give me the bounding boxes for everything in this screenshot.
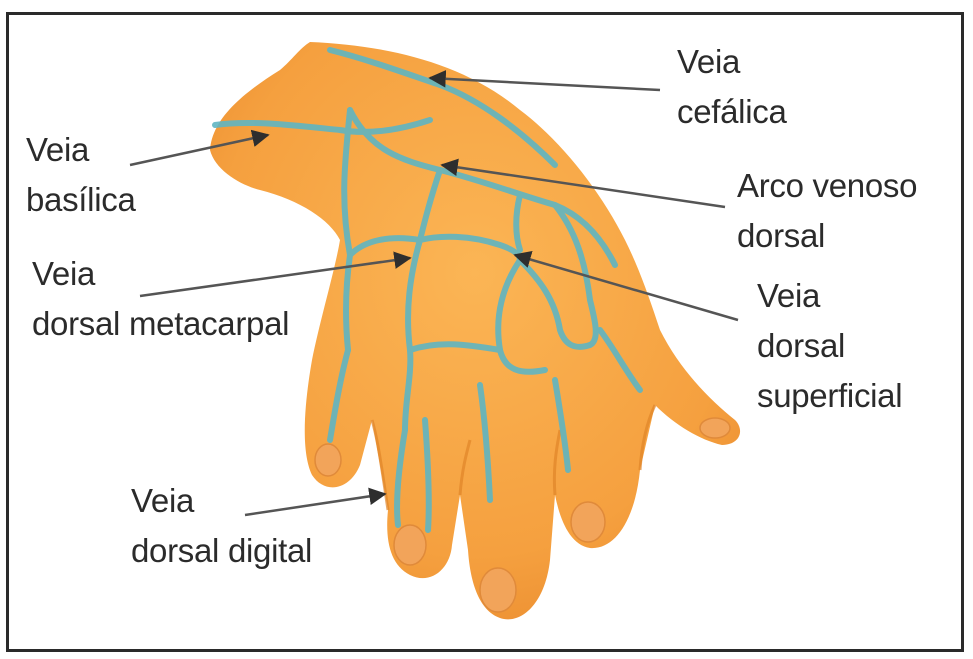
label-veia-basilica: Veia basílica: [26, 125, 136, 225]
fingernail: [700, 418, 730, 438]
label-line: basílica: [26, 175, 136, 225]
label-line: dorsal: [737, 211, 917, 261]
fingernail: [571, 502, 605, 542]
label-veia-dorsal-metacarpal: Veia dorsal metacarpal: [32, 249, 289, 349]
label-line: Arco venoso: [737, 161, 917, 211]
label-veia-dorsal-digital: Veia dorsal digital: [131, 476, 312, 576]
label-line: dorsal digital: [131, 526, 312, 576]
label-line: cefálica: [677, 87, 787, 137]
fingernail: [480, 568, 516, 612]
label-line: Veia: [26, 125, 136, 175]
fingernail: [394, 525, 426, 565]
fingernail: [315, 444, 341, 476]
label-veia-cefalica: Veia cefálica: [677, 37, 787, 137]
label-line: dorsal: [757, 321, 902, 371]
label-arco-venoso-dorsal: Arco venoso dorsal: [737, 161, 917, 261]
label-veia-dorsal-superficial: Veia dorsal superficial: [757, 271, 902, 421]
label-line: dorsal metacarpal: [32, 299, 289, 349]
label-line: Veia: [757, 271, 902, 321]
label-line: Veia: [131, 476, 312, 526]
label-line: Veia: [32, 249, 289, 299]
label-line: superficial: [757, 371, 902, 421]
label-line: Veia: [677, 37, 787, 87]
